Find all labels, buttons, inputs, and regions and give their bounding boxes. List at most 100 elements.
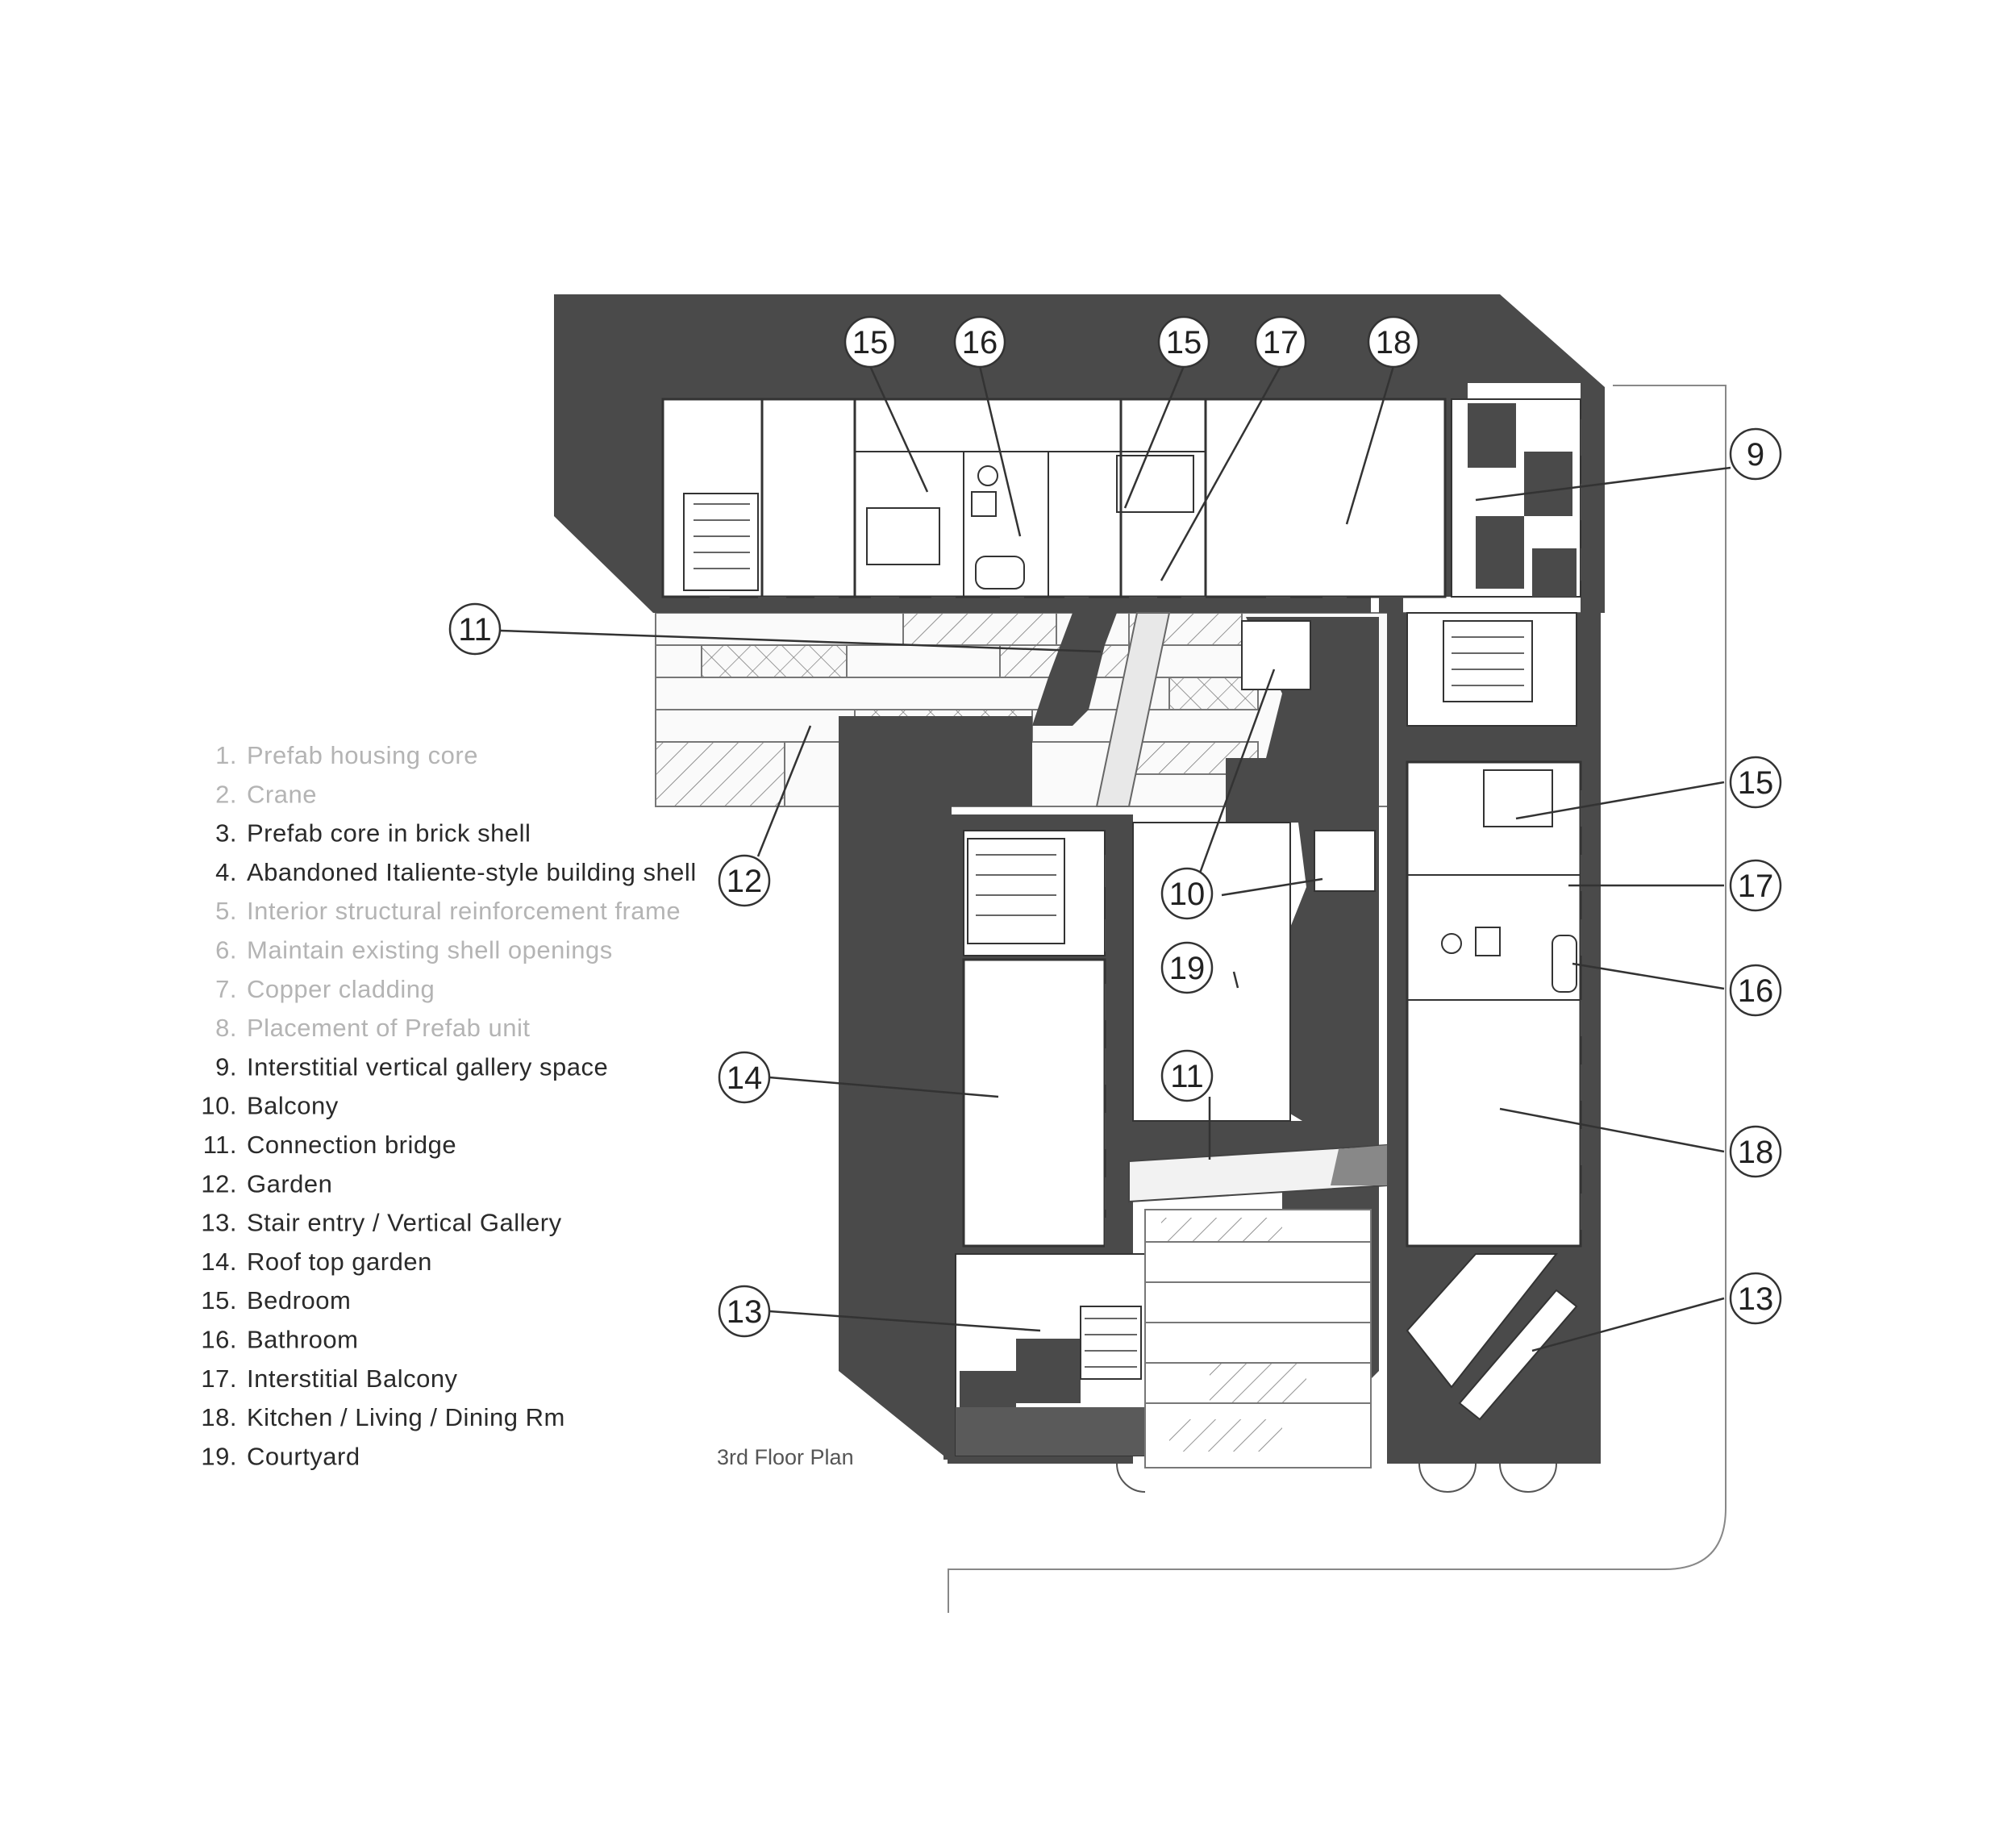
legend-item-label: Prefab core in brick shell: [247, 819, 531, 848]
west-wing: [948, 814, 1150, 1464]
legend-item-number: 11.: [203, 1131, 237, 1159]
legend-item-number: 17.: [201, 1364, 237, 1393]
callout-12-left-label: 12: [727, 864, 763, 899]
callout-16-top: 16: [953, 315, 1006, 369]
legend-item-label: Bathroom: [247, 1326, 358, 1354]
legend-item: 11. Connection bridge: [203, 1131, 456, 1159]
callout-16-right: 16: [1729, 964, 1782, 1017]
legend-item-label: Prefab housing core: [247, 741, 478, 769]
legend-item-label: Balcony: [247, 1092, 339, 1120]
callout-15-right-label: 15: [1738, 765, 1774, 801]
callout-18-right: 18: [1729, 1125, 1782, 1178]
legend-item: 2.Crane: [215, 780, 316, 808]
legend-item-number: 12.: [201, 1169, 237, 1198]
balcony-box-upper: [1241, 620, 1311, 690]
legend-item-number: 2.: [215, 780, 237, 808]
callout-11-left: 11: [448, 602, 502, 656]
east-wing: [1387, 612, 1601, 1464]
legend-item-label: Interstitial vertical gallery space: [247, 1052, 608, 1081]
legend-item-number: 18.: [201, 1403, 237, 1431]
legend-item: 4.Abandoned Italiente-style building she…: [215, 858, 696, 886]
bridge-glass: [1095, 612, 1171, 807]
legend-item: 1. Prefab housing core: [215, 741, 478, 769]
legend-item-label: Connection bridge: [247, 1131, 456, 1159]
north-wing-interior: [661, 398, 1581, 598]
legend-item: 14. Roof top garden: [201, 1248, 431, 1276]
legend-item: 12. Garden: [201, 1169, 332, 1198]
callout-17-top: 17: [1254, 315, 1307, 369]
callout-17-top-label: 17: [1263, 325, 1299, 360]
legend-item-number: 10.: [201, 1092, 237, 1120]
east-entry-doors: [1116, 1463, 1557, 1493]
legend-item-number: 1.: [215, 741, 237, 769]
callout-13-right: 13: [1729, 1272, 1782, 1325]
bridge-lower-shade: [1331, 1145, 1387, 1185]
legend-item-label: Stair entry / Vertical Gallery: [247, 1209, 562, 1237]
callout-13-left: 13: [718, 1285, 771, 1338]
legend-item-number: 13.: [201, 1209, 237, 1237]
balcony-box-mid: [1314, 830, 1376, 892]
legend-item: 9. Interstitial vertical gallery space: [215, 1052, 608, 1081]
legend-item-label: Garden: [247, 1169, 332, 1198]
legend-item: 13. Stair entry / Vertical Gallery: [201, 1209, 561, 1237]
callout-15-top-b-label: 15: [1166, 325, 1202, 360]
legend-item-number: 8.: [215, 1014, 237, 1042]
courtyard-paving: [1144, 1209, 1372, 1468]
legend-item: 17. Interstitial Balcony: [201, 1364, 457, 1393]
legend-item-label: Bedroom: [247, 1286, 351, 1314]
callout-10-mid-label: 10: [1169, 877, 1206, 912]
north-facade-slots: [710, 597, 1403, 613]
legend-item-number: 4.: [215, 858, 237, 886]
legend-item: 3. Prefab core in brick shell: [215, 819, 531, 848]
west-wing-poche: [839, 716, 1032, 1460]
connection-bridge-upper: [1032, 613, 1117, 726]
callout-17-right: 17: [1729, 859, 1782, 912]
legend-item-label: Roof top garden: [247, 1248, 432, 1276]
legend-item: 16. Bathroom: [201, 1326, 358, 1354]
callout-16-right-label: 16: [1738, 973, 1774, 1009]
legend-item-number: 5.: [215, 897, 237, 925]
west-wing-slots: [1105, 855, 1125, 1250]
callout-14-left: 14: [718, 1051, 771, 1104]
legend-item-label: Copper cladding: [247, 975, 435, 1003]
legend-item: 6.Maintain existing shell openings: [215, 936, 612, 964]
legend-item-number: 14.: [201, 1248, 237, 1276]
legend-item-number: 19.: [201, 1442, 237, 1470]
legend-item-label: Interstitial Balcony: [247, 1364, 458, 1393]
callout-17-right-label: 17: [1738, 869, 1774, 904]
callout-16-top-label: 16: [962, 325, 998, 360]
legend-item-label: Kitchen / Living / Dining Rm: [247, 1403, 565, 1431]
legend-item: 5. Interior structural reinforcement fram…: [215, 897, 681, 925]
callout-11-left-label: 11: [458, 612, 492, 648]
callout-15-right: 15: [1729, 756, 1782, 809]
legend-item-number: 16.: [201, 1326, 237, 1354]
callout-13-left-label: 13: [727, 1294, 763, 1330]
callout-15-top-a-label: 15: [852, 325, 889, 360]
legend-item-number: 9.: [215, 1052, 237, 1081]
callout-11-mid: 11: [1160, 1049, 1214, 1102]
callout-19-mid: 19: [1160, 941, 1214, 994]
callout-14-left-label: 14: [727, 1060, 763, 1096]
callout-9-right-label: 9: [1747, 437, 1764, 473]
legend-item-label: Interior structural reinforcement frame: [247, 897, 681, 925]
callouts: 15 16 15 17 18 9 11 12 10 15 17 16 19 14…: [448, 315, 1782, 1338]
legend-item: 8. Placement of Prefab unit: [215, 1014, 530, 1042]
callout-leaders: [499, 365, 1731, 1352]
callout-10-mid: 10: [1160, 867, 1214, 920]
callout-13-right-label: 13: [1738, 1281, 1774, 1317]
legend-item-number: 3.: [215, 819, 237, 848]
legend-item-number: 6.: [215, 936, 237, 964]
callout-11-mid-label: 11: [1170, 1059, 1204, 1094]
legend: 1. Prefab housing core 2.Crane 3. Prefab cor…: [201, 741, 696, 1470]
legend-item: 19. Courtyard: [201, 1442, 360, 1470]
callout-15-top-a: 15: [843, 315, 897, 369]
legend-item-label: Courtyard: [247, 1442, 360, 1470]
callout-12-left: 12: [718, 854, 771, 907]
legend-item: 7. Copper cladding: [215, 975, 435, 1003]
legend-item-number: 7.: [215, 975, 237, 1003]
callout-19-mid-label: 19: [1169, 951, 1206, 986]
callout-9-right: 9: [1729, 427, 1782, 481]
legend-item-label: Placement of Prefab unit: [247, 1014, 530, 1042]
callout-18-top: 18: [1367, 315, 1420, 369]
